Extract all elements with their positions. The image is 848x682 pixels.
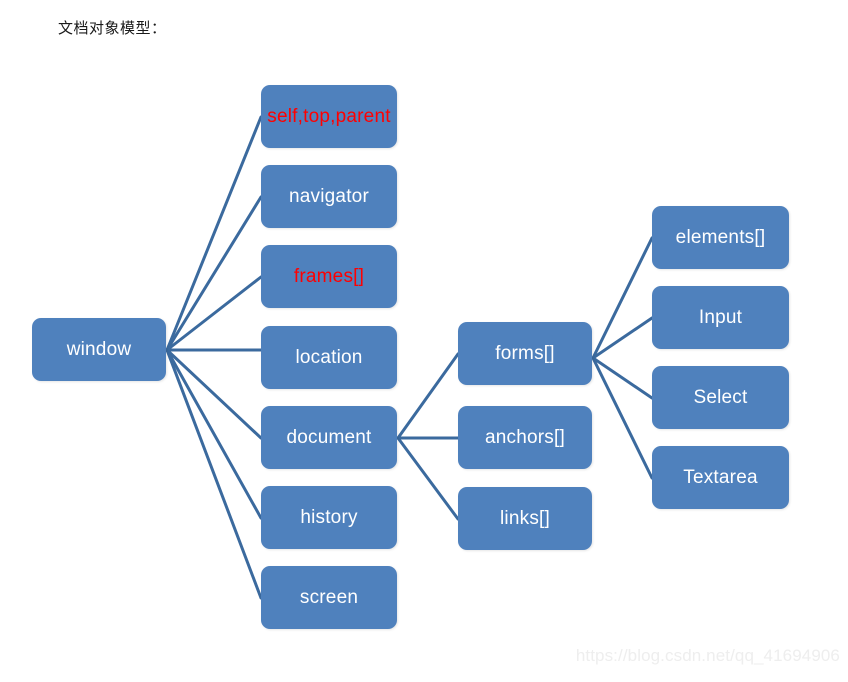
node-selftopparent[interactable]: self,top,parent	[261, 85, 397, 148]
node-label-selftopparent: self,top,parent	[267, 106, 391, 127]
node-frames[interactable]: frames[]	[261, 245, 397, 308]
node-navigator[interactable]: navigator	[261, 165, 397, 228]
edge-window-to-navigator	[165, 195, 263, 352]
node-label-location: location	[295, 347, 363, 368]
node-label-links: links[]	[500, 508, 550, 529]
node-label-textarea: Textarea	[683, 467, 758, 488]
edge-window-to-document	[165, 348, 263, 440]
node-label-input: Input	[698, 307, 743, 328]
node-textarea[interactable]: Textarea	[652, 446, 789, 509]
node-location[interactable]: location	[261, 326, 397, 389]
node-label-select: Select	[693, 387, 748, 408]
edge-forms-to-input	[591, 316, 654, 360]
node-anchors[interactable]: anchors[]	[458, 406, 592, 469]
node-input[interactable]: Input	[652, 286, 789, 349]
edge-forms-to-elements	[591, 236, 654, 360]
node-label-forms: forms[]	[495, 343, 555, 364]
node-screen[interactable]: screen	[261, 566, 397, 629]
edge-window-to-screen	[165, 348, 263, 600]
node-elements[interactable]: elements[]	[652, 206, 789, 269]
edge-document-to-forms	[396, 352, 460, 440]
node-forms[interactable]: forms[]	[458, 322, 592, 385]
node-label-document: document	[286, 427, 372, 448]
node-label-navigator: navigator	[289, 186, 369, 207]
page-title: 文档对象模型：	[58, 19, 167, 37]
edge-document-to-links	[396, 436, 460, 521]
node-label-elements: elements[]	[675, 227, 766, 248]
edge-window-to-frames	[165, 275, 263, 352]
edge-window-to-history	[165, 348, 263, 520]
node-label-window: window	[66, 339, 132, 360]
node-label-history: history	[300, 507, 358, 528]
edge-forms-to-select	[591, 356, 654, 400]
edge-forms-to-textarea	[591, 356, 654, 480]
node-label-frames: frames[]	[293, 266, 365, 287]
node-document[interactable]: document	[261, 406, 397, 469]
watermark: https://blog.csdn.net/qq_41694906	[575, 646, 840, 665]
node-label-screen: screen	[299, 587, 359, 608]
node-links[interactable]: links[]	[458, 487, 592, 550]
edge-window-to-selftopparent	[165, 115, 263, 352]
node-window[interactable]: window	[32, 318, 166, 381]
node-history[interactable]: history	[261, 486, 397, 549]
node-label-anchors: anchors[]	[485, 427, 565, 448]
node-select[interactable]: Select	[652, 366, 789, 429]
